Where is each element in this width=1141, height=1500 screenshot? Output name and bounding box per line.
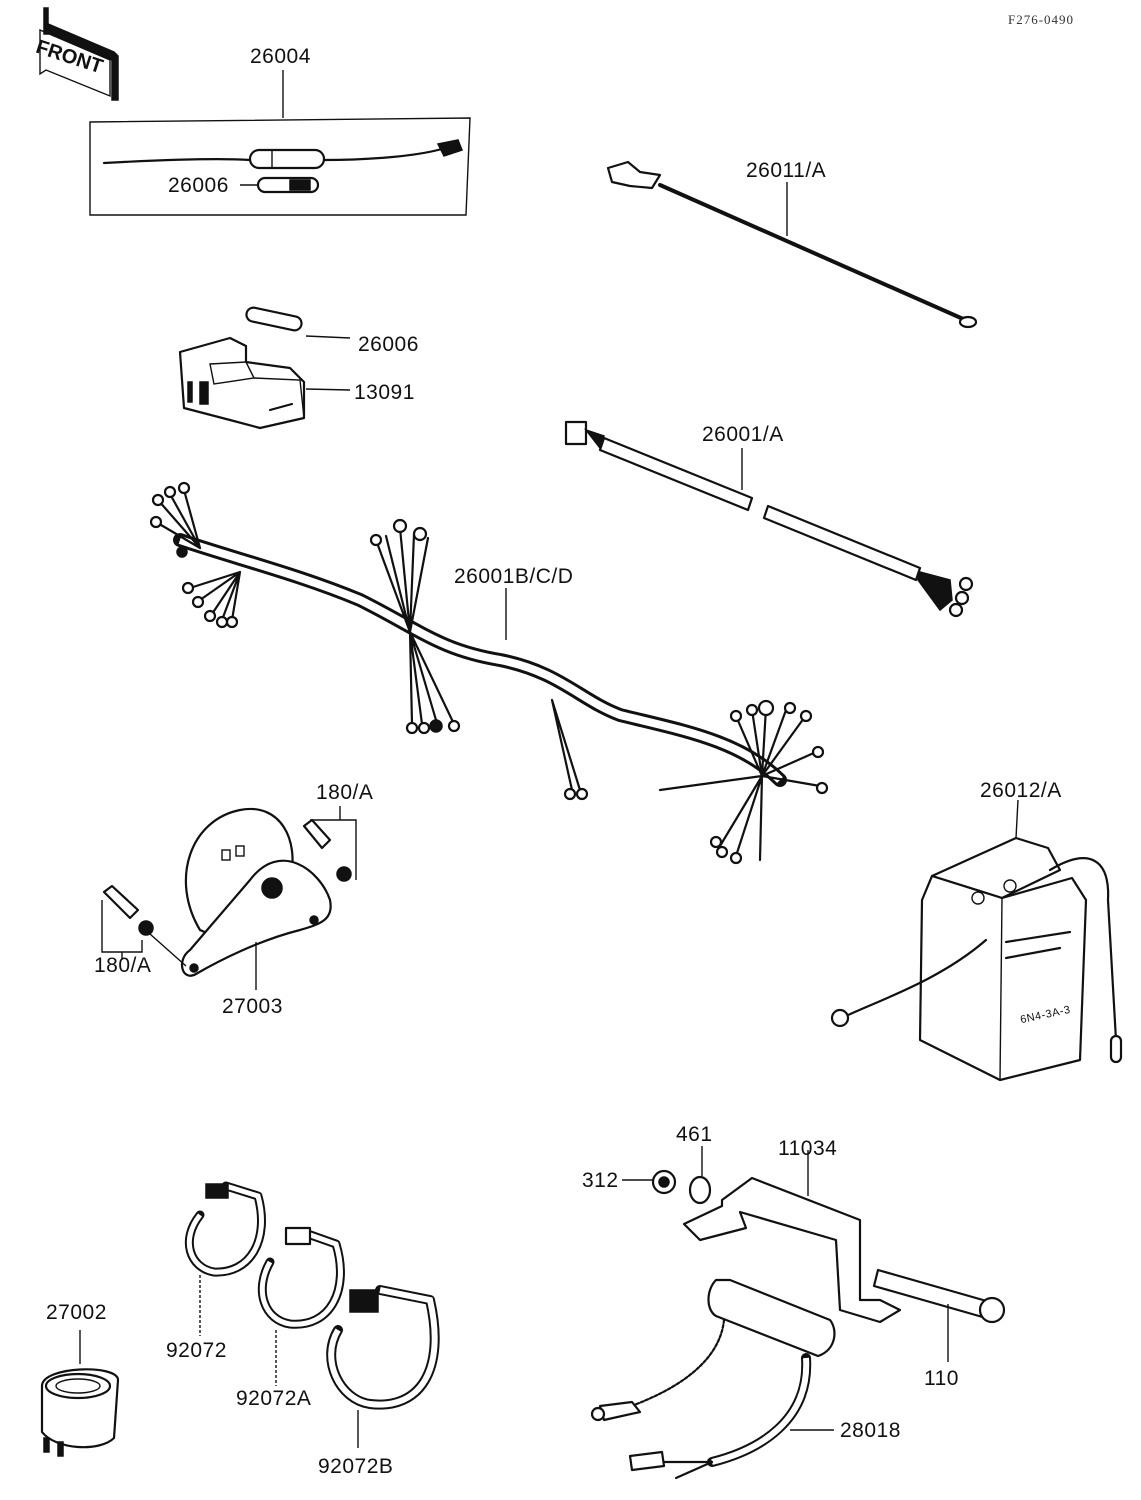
part-label-27002[interactable]: 27002 [46,1301,107,1324]
sub-harness-drawing [564,420,974,618]
part-label-180a-top[interactable]: 180/A [316,781,374,804]
part-label-110[interactable]: 110 [924,1367,959,1390]
part-label-26001a[interactable]: 26001/A [702,423,784,446]
part-label-26004[interactable]: 26004 [250,45,311,68]
relay-drawing [40,1330,120,1457]
fuse-holder-assembly-drawing [89,70,471,216]
part-label-180a-left[interactable]: 180/A [94,954,152,977]
part-label-26012a[interactable]: 26012/A [980,779,1062,802]
part-label-11034[interactable]: 11034 [778,1137,838,1160]
resistor-drawing [590,1278,836,1480]
part-label-26006-spare[interactable]: 26006 [358,333,419,356]
part-label-13091[interactable]: 13091 [354,381,415,404]
fuse-box-drawing [178,306,351,430]
part-label-26001bcd[interactable]: 26001B/C/D [454,565,574,588]
part-label-26006-fuse[interactable]: 26006 [168,174,229,197]
lead-wire-drawing [606,160,978,329]
bracket-drawing [622,1146,1006,1362]
part-label-92072[interactable]: 92072 [166,1339,227,1362]
front-arrow-icon [39,7,119,101]
part-label-312[interactable]: 312 [582,1169,619,1192]
part-label-461[interactable]: 461 [676,1123,713,1146]
bands-drawing [184,1181,440,1448]
part-label-92072b[interactable]: 92072B [318,1455,394,1478]
horn-drawing [101,806,357,990]
part-label-28018[interactable]: 28018 [840,1419,901,1442]
reference-code: F276-0490 [1008,12,1075,27]
part-label-92072a[interactable]: 92072A [236,1387,312,1410]
battery-drawing [830,799,1123,1082]
part-label-27003[interactable]: 27003 [222,995,283,1018]
part-label-26011a[interactable]: 26011/A [746,159,827,182]
main-harness-drawing [149,481,829,865]
